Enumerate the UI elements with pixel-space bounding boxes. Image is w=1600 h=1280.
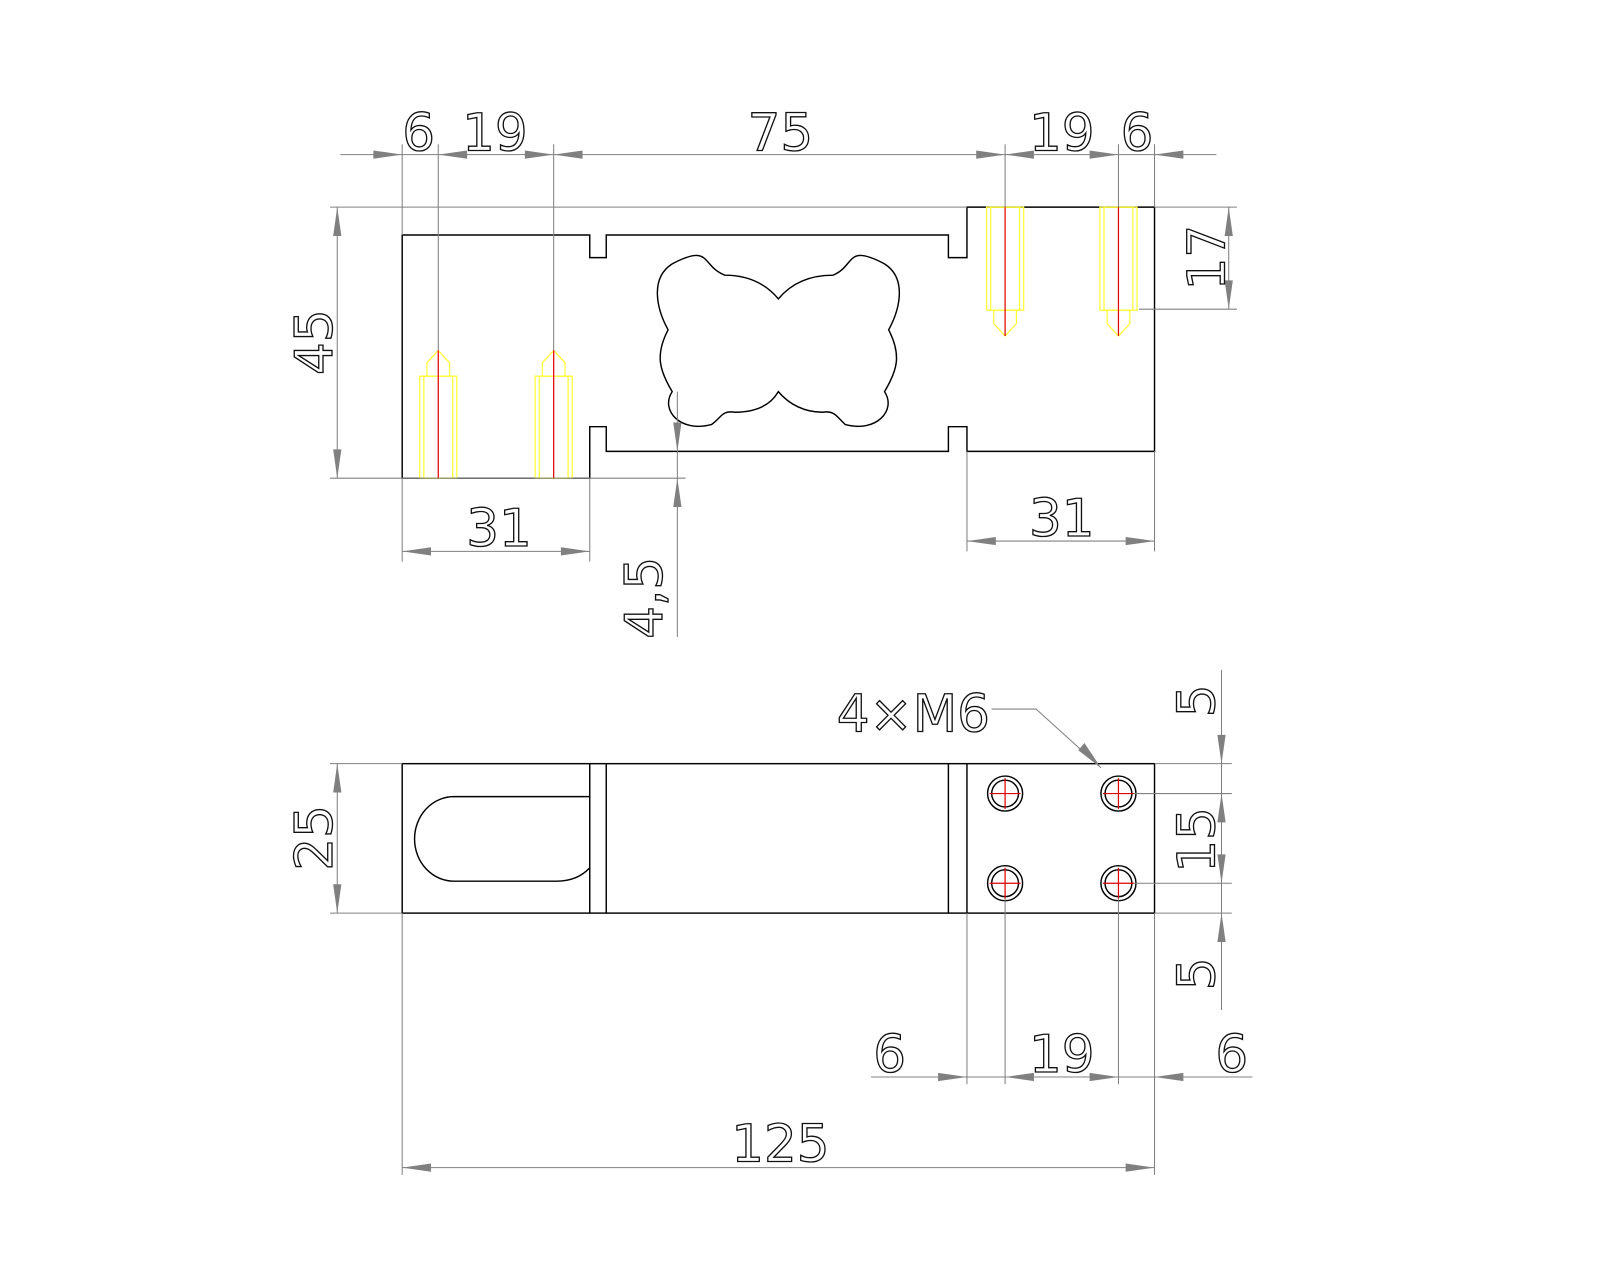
dim-19-right: 19: [1029, 103, 1095, 163]
body-outline: [401, 206, 1156, 479]
dim-31-right: 31: [1029, 489, 1095, 549]
dim-5-bottom: 5: [1167, 958, 1227, 991]
dim-4-5: 4,5: [615, 557, 675, 639]
bolt-threads: [419, 206, 1138, 479]
top-view: 6 19 75 19 6 45 17 31 31 4,5: [284, 103, 1238, 640]
m6-holes: [986, 775, 1137, 902]
dim-15: 15: [1167, 807, 1227, 873]
strain-hole: [656, 254, 901, 427]
dimensions-bottom: [330, 669, 1253, 1175]
dim-6-right: 6: [1121, 103, 1154, 163]
dim-125: 125: [731, 1114, 829, 1174]
dim-25: 25: [285, 805, 345, 871]
hole-callout: 4×M6: [837, 685, 990, 745]
dimensions-top: [330, 144, 1237, 637]
u-slot: [413, 795, 591, 882]
body-outline-bottom: [401, 762, 1156, 914]
dim-6-left: 6: [402, 103, 435, 163]
dim-17: 17: [1178, 225, 1238, 291]
dim-45: 45: [285, 309, 345, 375]
dim-75: 75: [748, 103, 814, 163]
dim-6-bl: 6: [873, 1025, 906, 1085]
dim-19-bottom: 19: [1029, 1025, 1095, 1085]
dim-19-left: 19: [462, 103, 528, 163]
dim-6-br: 6: [1215, 1025, 1248, 1085]
bottom-view: 4×M6 25 5 15 5 6 19 6 125: [284, 669, 1253, 1175]
dim-5-top: 5: [1167, 684, 1227, 717]
dim-31-left: 31: [466, 499, 532, 559]
